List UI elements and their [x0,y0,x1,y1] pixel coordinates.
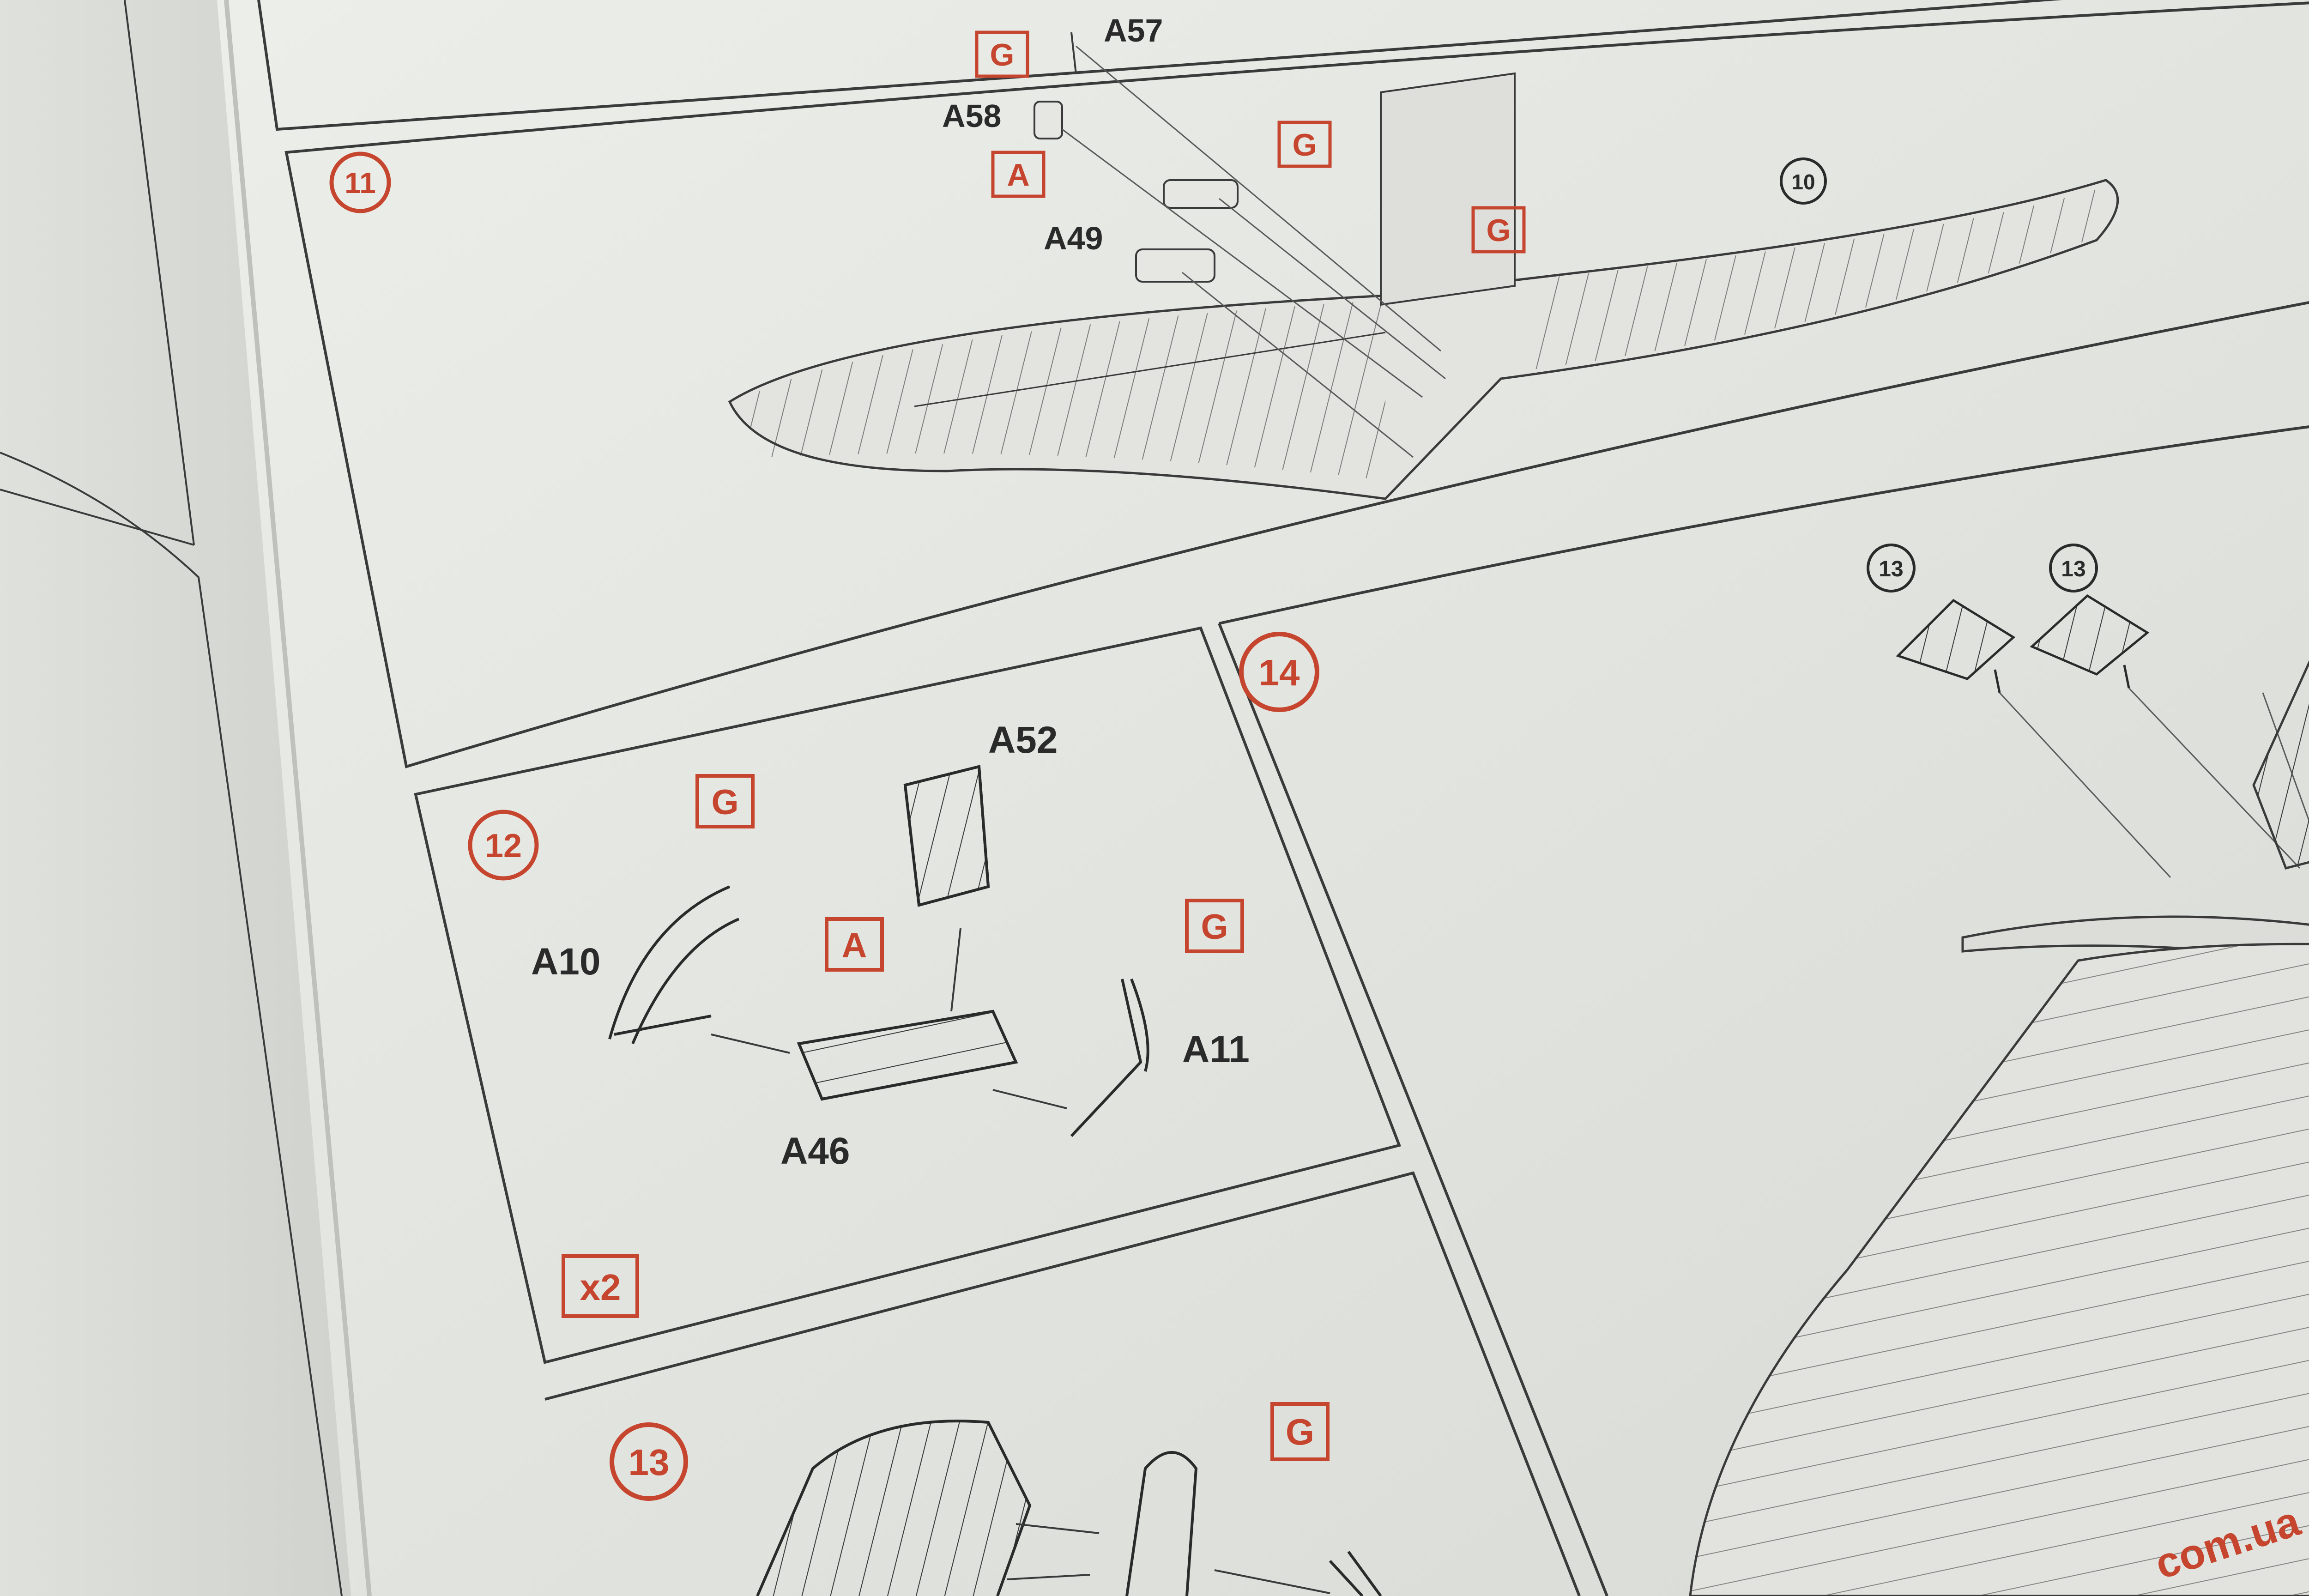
step-13-number-badge: 13 [610,1422,688,1501]
svg-text:A: A [842,926,867,965]
svg-text:13: 13 [2061,557,2085,581]
glue-mark-step13: G [1270,1402,1330,1461]
part-label-a10: A10 [531,941,600,983]
step-11-assembly-lines [1062,45,1446,458]
left-page-border-top [0,489,194,546]
step-14-number: 14 [1259,652,1300,693]
step-11-frame [284,1,2309,768]
step-12-frame [414,626,1402,1364]
glue-mark-step11-mid: G [1277,121,1332,168]
step-12-seat-drawing [608,765,1149,1137]
step-14-number-badge: 14 [1239,632,1319,712]
step-11-number-badge: 11 [329,151,391,213]
material-mark-step11: A [991,151,1046,198]
ref-step-13-badge-left: 13 [1867,544,1916,592]
svg-text:x2: x2 [580,1267,621,1308]
part-label-a46: A46 [780,1130,850,1172]
left-page-border [124,0,195,545]
step-13-arrows [1006,1523,1330,1594]
svg-text:G: G [711,783,738,822]
glue-mark-step12-left: G [695,774,755,828]
glue-mark-step11-top: G [975,30,1029,78]
part-label-a58: A58 [942,98,1001,134]
svg-text:10: 10 [1791,170,1815,194]
glue-mark-step12-right: G [1185,899,1244,953]
svg-text:G: G [1201,907,1228,947]
step-14-frame [1219,425,2309,625]
step-13-number: 13 [629,1442,670,1483]
glue-mark-step11-wing: G [1471,206,1526,254]
svg-text:A: A [1007,157,1029,193]
svg-text:G: G [1286,1411,1314,1452]
step-12-number-badge: 12 [468,810,539,881]
step-13-frame [544,1171,1581,1596]
step-14-frame-left [1218,623,1608,1596]
step-13-seat-drawing [756,1420,1382,1596]
part-label-a57: A57 [1104,12,1163,48]
step-12-arrows [711,928,1067,1109]
multiplier-badge: x2 [562,1254,639,1318]
ref-step-13-badge-right: 13 [2049,544,2098,592]
svg-text:G: G [1293,127,1317,163]
step-12-number: 12 [485,828,522,864]
step-14-seat-pair [1896,594,2150,693]
step-11-wing-drawing [728,72,2119,500]
step-11-number: 11 [345,166,376,200]
svg-text:G: G [990,37,1015,73]
part-label-a52: A52 [988,719,1058,761]
material-mark-step12: A [825,917,884,972]
part-label-a49: A49 [1044,220,1103,256]
step-10-frame-bottom [257,0,2062,131]
page-gutter [224,0,372,1596]
step-14-fuselage-drawing [1689,660,2309,1596]
svg-text:13: 13 [1879,557,1903,581]
left-page-border-lower [0,452,343,1596]
part-label-a11: A11 [1182,1028,1250,1070]
step-11-small-parts [1034,32,1239,283]
ref-step-10-badge: 10 [1780,157,1827,205]
svg-text:G: G [1487,213,1511,248]
